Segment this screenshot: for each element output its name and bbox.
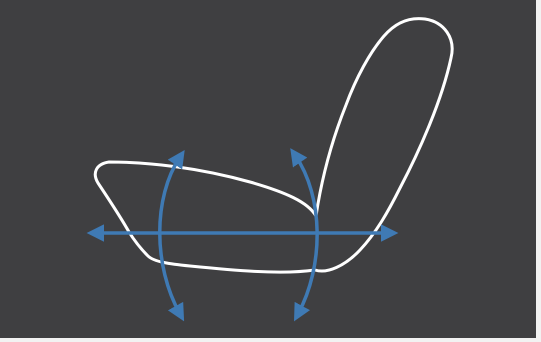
seat-diagram-panel bbox=[0, 0, 536, 338]
dark-background bbox=[0, 0, 536, 338]
